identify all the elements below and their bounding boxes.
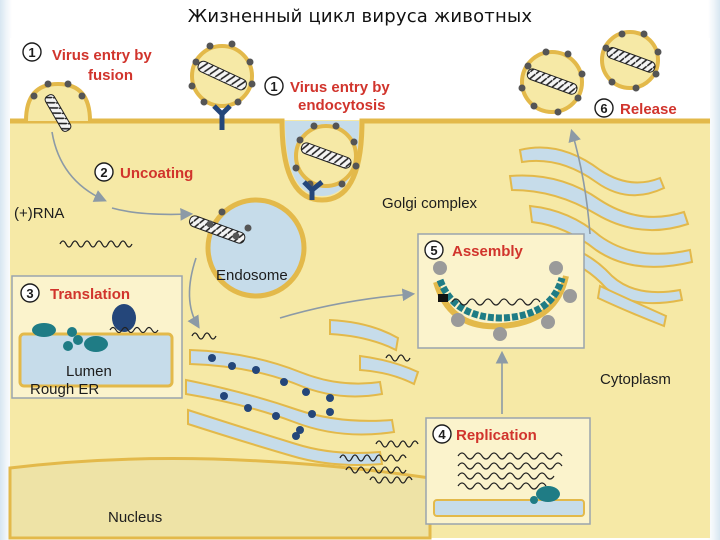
golgi-complex-label: Golgi complex [382,195,478,212]
endosome-label: Endosome [216,267,288,284]
svg-text:6: 6 [600,101,607,116]
svg-text:1: 1 [270,79,277,94]
step-6-release-label: 6 Release [595,99,677,118]
svg-text:5: 5 [430,243,437,258]
svg-text:Assembly: Assembly [452,243,524,260]
svg-text:Translation: Translation [50,286,130,303]
svg-text:Virus entry by: Virus entry by [290,79,390,96]
svg-text:Uncoating: Uncoating [120,165,193,182]
svg-text:4: 4 [438,427,446,442]
svg-text:Replication: Replication [456,427,537,444]
svg-text:Release: Release [620,101,677,118]
svg-text:1: 1 [28,45,35,60]
lumen-label: Lumen [66,363,112,380]
svg-text:endocytosis: endocytosis [298,97,386,114]
svg-text:Virus entry by: Virus entry by [52,47,152,64]
rna-label: (+)RNA [14,205,64,222]
nucleus [10,459,430,538]
svg-text:3: 3 [26,286,33,301]
step-2-uncoating-label: 2 Uncoating [95,163,193,182]
svg-text:fusion: fusion [88,67,133,84]
cytoplasm-label: Cytoplasm [600,371,671,388]
nucleus-label: Nucleus [108,509,162,526]
svg-text:2: 2 [100,165,107,180]
rough-er-label: Rough ER [30,381,99,398]
step-5-assembly-label: 5 Assembly [425,241,524,260]
